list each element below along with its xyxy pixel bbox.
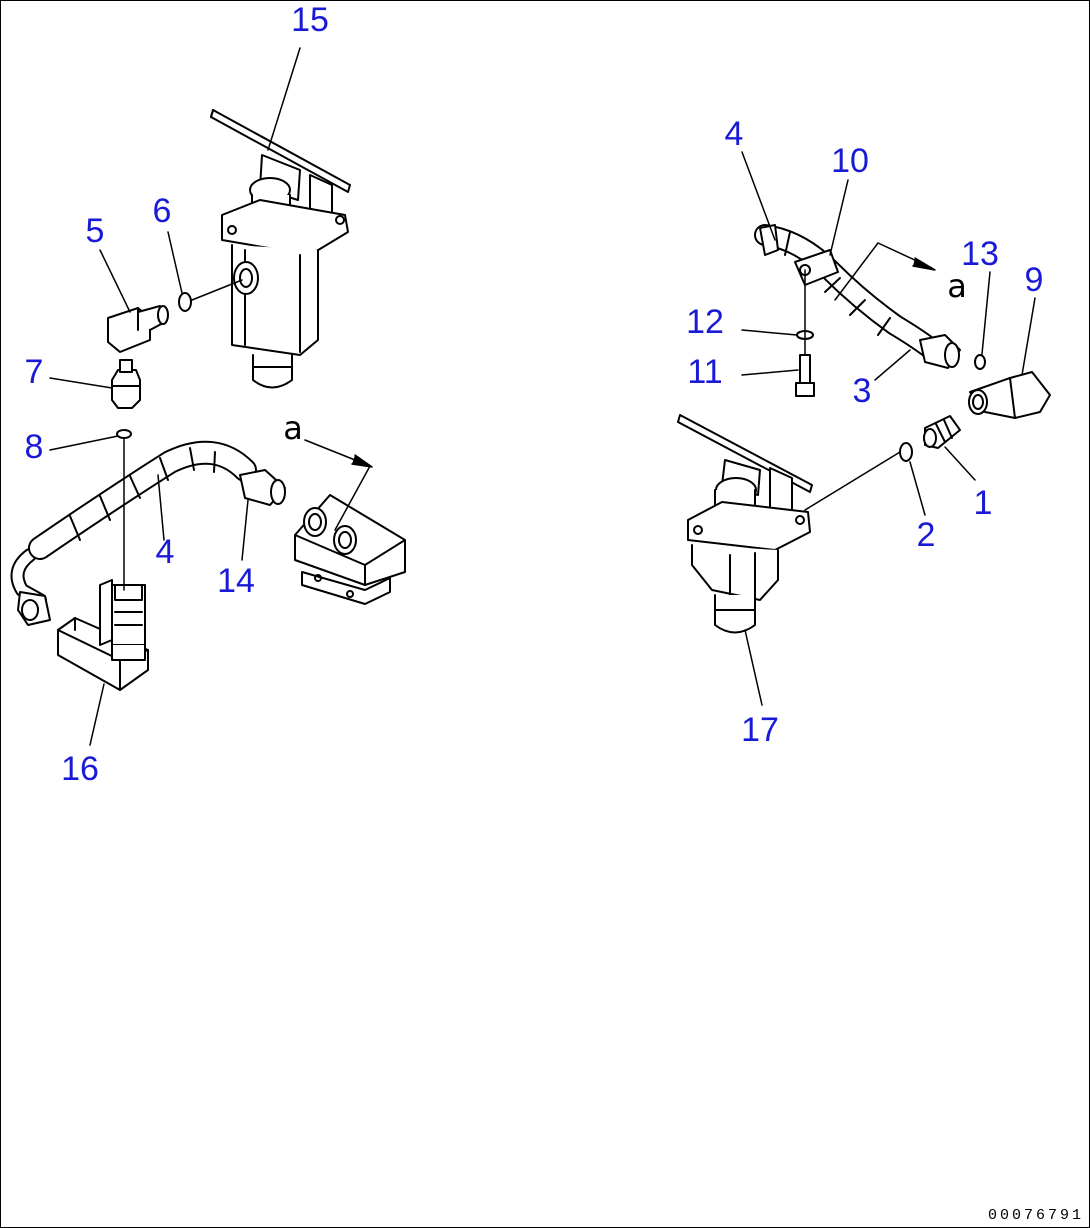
part-6-oring <box>178 292 192 312</box>
callout-14: 14 <box>217 562 255 600</box>
part-13-oring <box>974 354 986 370</box>
callout-4-left: 4 <box>155 533 175 571</box>
callout-1: 1 <box>973 484 993 522</box>
hose-right <box>754 224 961 369</box>
callout-8: 8 <box>24 428 44 466</box>
part-16-block <box>57 579 149 691</box>
part-1-fitting <box>923 415 961 449</box>
part-2-oring <box>899 442 913 462</box>
callout-3: 3 <box>852 372 872 410</box>
callout-16: 16 <box>61 750 99 788</box>
callout-6: 6 <box>152 192 172 230</box>
callout-2: 2 <box>916 516 936 554</box>
hose-left <box>10 440 286 626</box>
valve-assembly-left <box>210 109 351 389</box>
callout-11: 11 <box>687 353 723 391</box>
drawing-number: 00076791 <box>987 1207 1084 1224</box>
part-9-elbow <box>968 371 1051 419</box>
callout-5: 5 <box>85 212 105 250</box>
callout-15: 15 <box>291 1 329 39</box>
part-11-bolt <box>795 354 815 397</box>
callout-4-right: 4 <box>724 115 744 153</box>
view-label-a-left: a <box>283 409 303 447</box>
callout-10: 10 <box>831 142 869 180</box>
callout-12: 12 <box>686 303 724 341</box>
callout-13: 13 <box>961 235 999 273</box>
part-5-sensor <box>107 305 169 353</box>
part-8-oring <box>116 429 132 439</box>
view-label-a-right: a <box>947 267 967 305</box>
view-a-block-left <box>294 494 406 605</box>
callout-9: 9 <box>1024 261 1044 299</box>
callout-17: 17 <box>741 711 779 749</box>
part-7-fitting <box>111 359 141 409</box>
leader-lines <box>49 47 1036 746</box>
callout-7: 7 <box>24 353 44 391</box>
valve-assembly-right <box>677 414 813 634</box>
